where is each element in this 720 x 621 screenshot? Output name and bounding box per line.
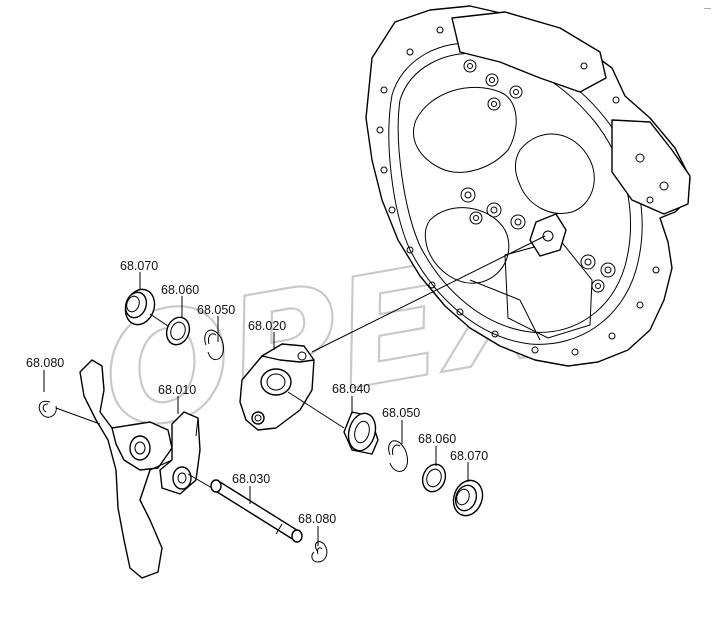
label-68010: 68.010 — [158, 383, 196, 397]
circlip-bottom — [311, 541, 328, 563]
label-68050-right: 68.050 — [382, 406, 420, 420]
seal-ring-right — [452, 479, 484, 517]
lever-bracket — [239, 343, 315, 431]
label-68020: 68.020 — [248, 319, 286, 333]
release-fork — [79, 359, 201, 579]
label-68030: 68.030 — [232, 472, 270, 486]
bushing-bearing — [343, 411, 379, 455]
washer-right — [421, 463, 447, 493]
label-68070-right: 68.070 — [450, 449, 488, 463]
label-68080-left: 68.080 — [26, 356, 64, 370]
washer-left — [165, 316, 191, 346]
bell-housing — [365, 5, 691, 367]
label-68060-right: 68.060 — [418, 432, 456, 446]
label-68080-bottom: 68.080 — [298, 512, 336, 526]
label-68040: 68.040 — [332, 382, 370, 396]
leader-lines — [43, 272, 469, 546]
label-68050-left: 68.050 — [197, 303, 235, 317]
seal-ring-left — [124, 288, 156, 326]
corner-mark: — — [704, 5, 711, 12]
label-68060-left: 68.060 — [161, 283, 199, 297]
label-68070-left: 68.070 — [120, 259, 158, 273]
snap-ring-left — [204, 329, 224, 361]
circlip-left — [38, 400, 57, 418]
pivot-pin — [210, 479, 303, 543]
snap-ring-right — [388, 440, 408, 472]
part-labels: 68.070 68.060 68.050 68.020 68.080 68.01… — [26, 259, 488, 526]
